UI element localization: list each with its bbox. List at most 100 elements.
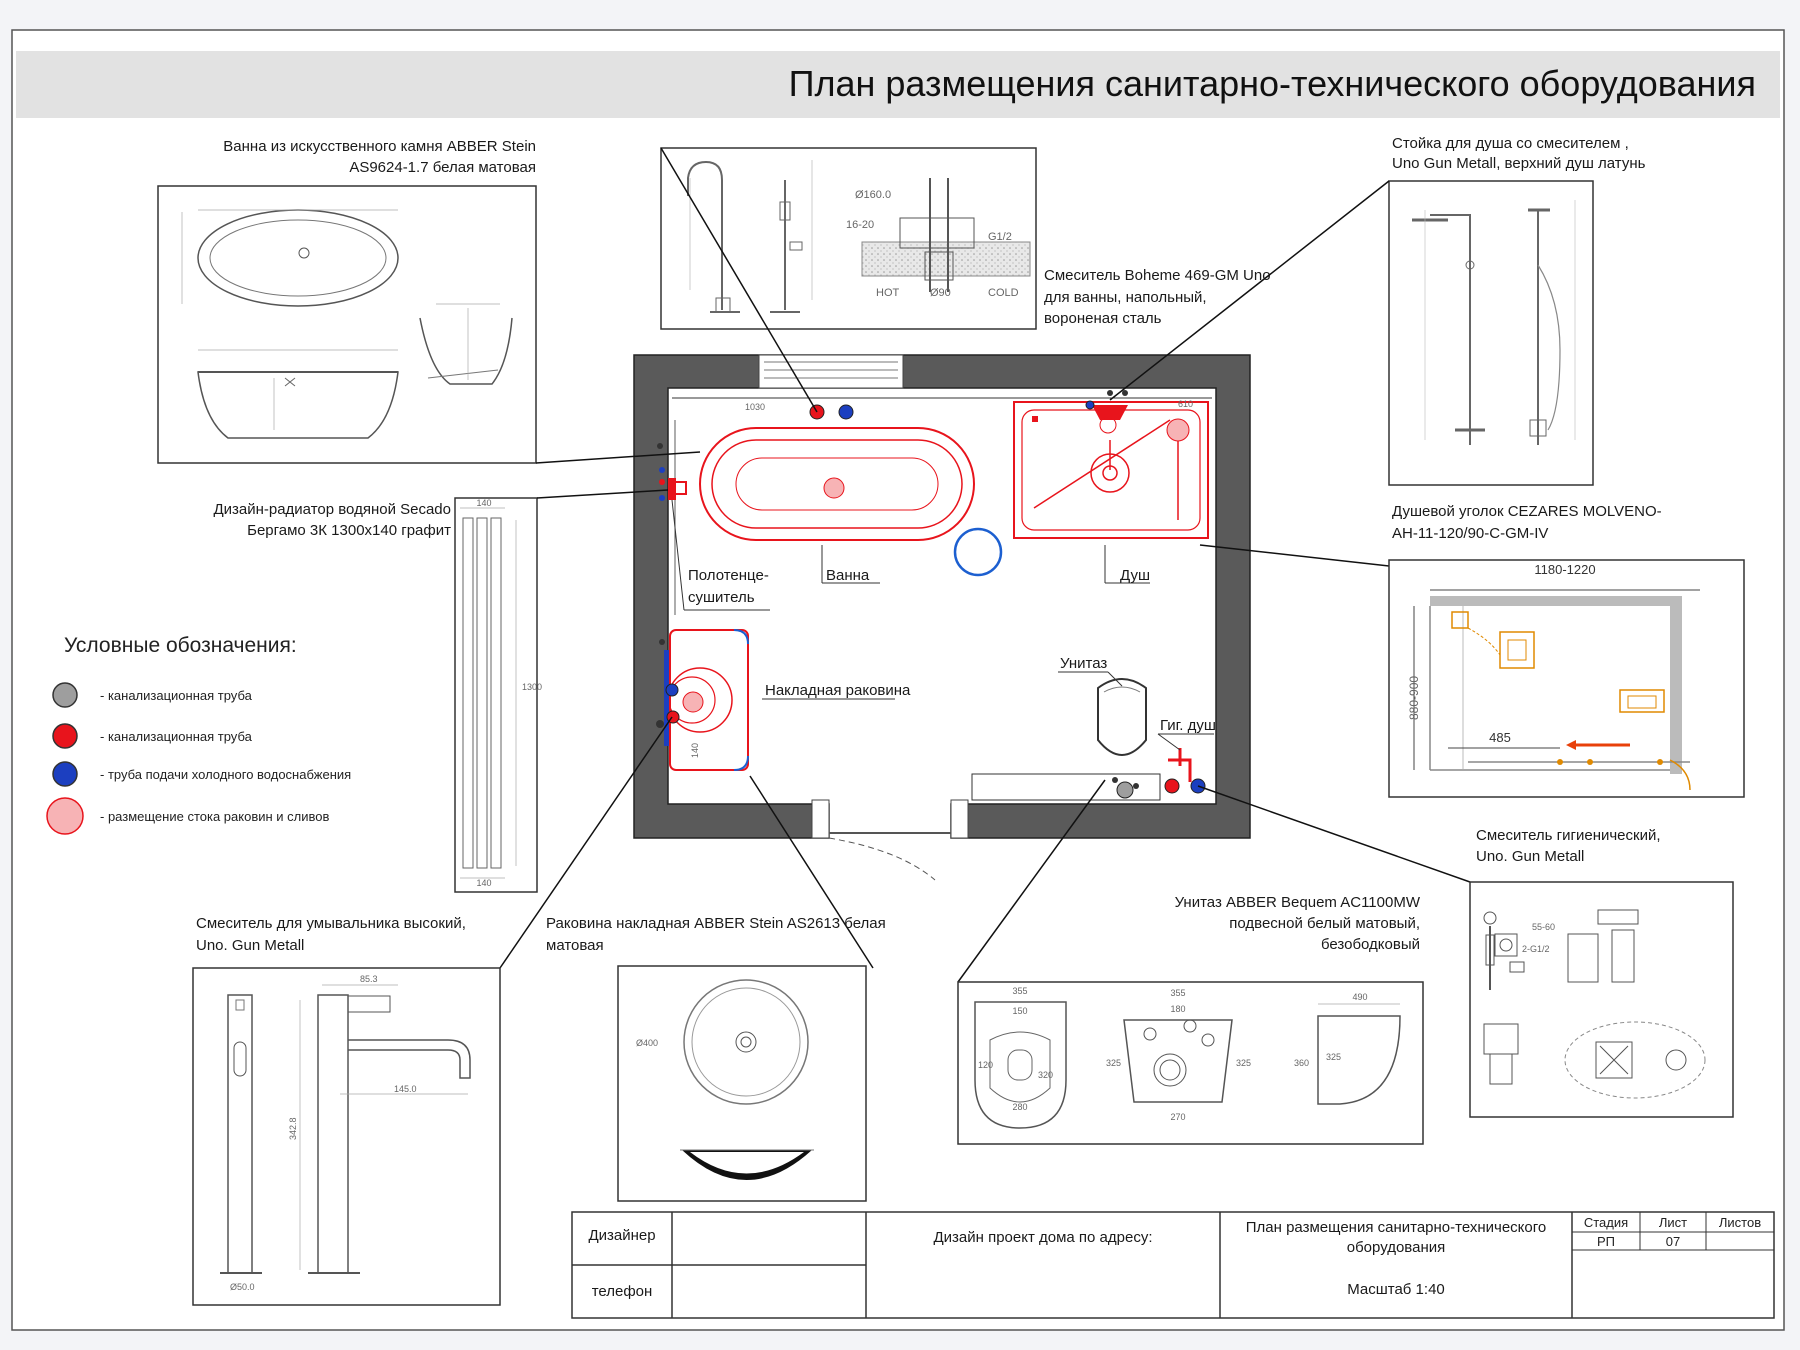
shower-enclosure-caption-2: AH-11-120/90-C-GM-IV bbox=[1392, 525, 1548, 542]
title-block-sheet-title-1: План размещения санитарно-технического bbox=[1246, 1219, 1546, 1236]
room-label-basin: Накладная раковина bbox=[765, 682, 911, 699]
svg-text:490: 490 bbox=[1352, 992, 1367, 1002]
basin-caption-1: Раковина накладная ABBER Stein AS2613 бе… bbox=[546, 915, 886, 932]
title-block-scale: Масштаб 1:40 bbox=[1347, 1281, 1445, 1298]
shower-enclosure-callout: Душевой уголок CEZARES MOLVENO- AH-11-12… bbox=[1388, 503, 1745, 798]
svg-text:325: 325 bbox=[1106, 1058, 1121, 1068]
svg-text:COLD: COLD bbox=[988, 287, 1019, 299]
title-block-stage-value: РП bbox=[1597, 1234, 1615, 1249]
legend-swatch-grey bbox=[52, 682, 78, 708]
plan-shower-tray bbox=[1013, 401, 1209, 539]
title-block-project: Дизайн проект дома по адресу: bbox=[933, 1229, 1152, 1246]
svg-text:G1/2: G1/2 bbox=[988, 231, 1012, 243]
basin-drain bbox=[682, 691, 704, 713]
basin-mixer-drawing-box bbox=[192, 967, 501, 1306]
svg-text:16-20: 16-20 bbox=[846, 219, 874, 231]
svg-text:880-900: 880-900 bbox=[1407, 676, 1421, 720]
bath-callout: Ванна из искусственного камня ABBER Stei… bbox=[157, 138, 537, 464]
svg-text:270: 270 bbox=[1170, 1112, 1185, 1122]
legend-label-3: - труба подачи холодного водоснабжения bbox=[100, 767, 351, 782]
floor-plan: 1030 Ванна 610 Душ bbox=[633, 354, 1251, 881]
svg-text:2-G1/2: 2-G1/2 bbox=[1522, 944, 1550, 954]
bath-mixer-caption-1: Смеситель Boheme 469-GM Uno bbox=[1044, 267, 1271, 284]
svg-text:55-60: 55-60 bbox=[1532, 922, 1555, 932]
legend: Условные обозначения: - канализационная … bbox=[46, 634, 351, 835]
room-label-toilet: Унитаз bbox=[1060, 655, 1107, 672]
bath-drain bbox=[823, 477, 845, 499]
basin-callout: Раковина накладная ABBER Stein AS2613 бе… bbox=[546, 915, 886, 1202]
hygienic-mixer-caption-2: Uno. Gun Metall bbox=[1476, 848, 1584, 865]
bath-mixer-callout: Ø160.0 16-20 G1/2 Ø90 HOT COLD Смеситель… bbox=[660, 147, 1271, 330]
room-label-towel-2: сушитель bbox=[688, 589, 755, 606]
legend-label-1: - канализационная труба bbox=[100, 688, 253, 703]
svg-text:HOT: HOT bbox=[876, 287, 900, 299]
legend-swatch-blue bbox=[52, 761, 78, 787]
plan-standing-spot bbox=[953, 527, 1003, 577]
title-banner bbox=[16, 51, 1780, 118]
bath-mixer-caption-2: для ванны, напольный, bbox=[1044, 289, 1207, 306]
toilet-caption-3: безободковый bbox=[1321, 936, 1420, 953]
title-block-sheet-header: Лист bbox=[1659, 1215, 1687, 1230]
svg-text:140: 140 bbox=[476, 498, 491, 508]
svg-text:360: 360 bbox=[1294, 1058, 1309, 1068]
radiator-caption-2: Бергамо 3К 1300х140 графит bbox=[247, 522, 451, 539]
svg-text:1300: 1300 bbox=[522, 682, 542, 692]
legend-swatch-pink bbox=[46, 797, 84, 835]
room-label-bath: Ванна bbox=[826, 567, 870, 584]
legend-label-4: - размещение стока раковин и сливов bbox=[100, 809, 329, 824]
svg-text:325: 325 bbox=[1236, 1058, 1251, 1068]
room-label-hyg-shower: Гиг. душ bbox=[1160, 717, 1216, 734]
svg-text:140: 140 bbox=[690, 743, 700, 758]
shower-rack-callout: Стойка для душа со смесителем , Uno Gun … bbox=[1388, 135, 1646, 486]
svg-text:180: 180 bbox=[1170, 1004, 1185, 1014]
shower-drain bbox=[1166, 418, 1190, 442]
title-block-phone: телефон bbox=[592, 1283, 653, 1300]
title-block-sheet-value: 07 bbox=[1666, 1234, 1680, 1249]
svg-text:1030: 1030 bbox=[745, 402, 765, 412]
svg-text:Ø160.0: Ø160.0 bbox=[855, 189, 891, 201]
radiator-caption-1: Дизайн-радиатор водяной Secado bbox=[213, 501, 451, 518]
leader-lines bbox=[499, 147, 1471, 983]
hygienic-mixer-drawing-box bbox=[1469, 881, 1734, 1118]
svg-text:140: 140 bbox=[476, 878, 491, 888]
plan-window bbox=[758, 354, 904, 389]
plan-bath bbox=[699, 427, 975, 541]
svg-text:325: 325 bbox=[1326, 1052, 1341, 1062]
basin-mixer-caption-1: Смеситель для умывальника высокий, bbox=[196, 915, 466, 932]
toilet-callout: Унитаз ABBER Bequem AC1100MW подвесной б… bbox=[957, 894, 1424, 1145]
toilet-caption-2: подвесной белый матовый, bbox=[1229, 915, 1420, 932]
bath-mixer-drawing-box bbox=[660, 147, 1037, 330]
plan-basin-counter bbox=[669, 629, 749, 771]
title-block-designer: Дизайнер bbox=[588, 1227, 655, 1244]
svg-text:Ø90: Ø90 bbox=[930, 287, 951, 299]
radiator-drawing-box bbox=[454, 497, 538, 893]
title-block-sheets-header: Листов bbox=[1719, 1215, 1761, 1230]
title-block-sheet-title-2: оборудования bbox=[1347, 1239, 1445, 1256]
legend-swatch-red bbox=[52, 723, 78, 749]
bath-caption-1: Ванна из искусственного камня ABBER Stei… bbox=[223, 138, 536, 155]
radiator-callout: Дизайн-радиатор водяной Secado Бергамо 3… bbox=[213, 497, 542, 893]
bath-drawing-box bbox=[157, 185, 537, 464]
shower-rack-drawing-box bbox=[1388, 180, 1594, 486]
svg-text:1180-1220: 1180-1220 bbox=[1534, 562, 1595, 577]
title-block-stage-header: Стадия bbox=[1584, 1215, 1628, 1230]
legend-label-2: - канализационная труба bbox=[100, 729, 253, 744]
bath-caption-2: AS9624-1.7 белая матовая bbox=[349, 159, 536, 176]
title-block: Дизайнер телефон Дизайн проект дома по а… bbox=[571, 1211, 1775, 1319]
svg-text:150: 150 bbox=[1012, 1006, 1027, 1016]
svg-text:320: 320 bbox=[1038, 1070, 1053, 1080]
svg-text:342.8: 342.8 bbox=[288, 1117, 298, 1140]
shower-rack-caption-1: Стойка для душа со смесителем , bbox=[1392, 135, 1629, 152]
bath-mixer-caption-3: вороненая сталь bbox=[1044, 310, 1162, 327]
svg-text:Ø400: Ø400 bbox=[636, 1038, 658, 1048]
svg-text:120: 120 bbox=[978, 1060, 993, 1070]
basin-mixer-caption-2: Uno. Gun Metall bbox=[196, 937, 304, 954]
svg-text:280: 280 bbox=[1012, 1102, 1027, 1112]
room-label-shower: Душ bbox=[1120, 567, 1150, 584]
svg-text:485: 485 bbox=[1489, 730, 1511, 745]
svg-text:355: 355 bbox=[1170, 988, 1185, 998]
svg-text:85.3: 85.3 bbox=[360, 974, 378, 984]
toilet-drawing-box bbox=[957, 981, 1424, 1145]
shower-rack-caption-2: Uno Gun Metall, верхний душ латунь bbox=[1392, 155, 1646, 172]
